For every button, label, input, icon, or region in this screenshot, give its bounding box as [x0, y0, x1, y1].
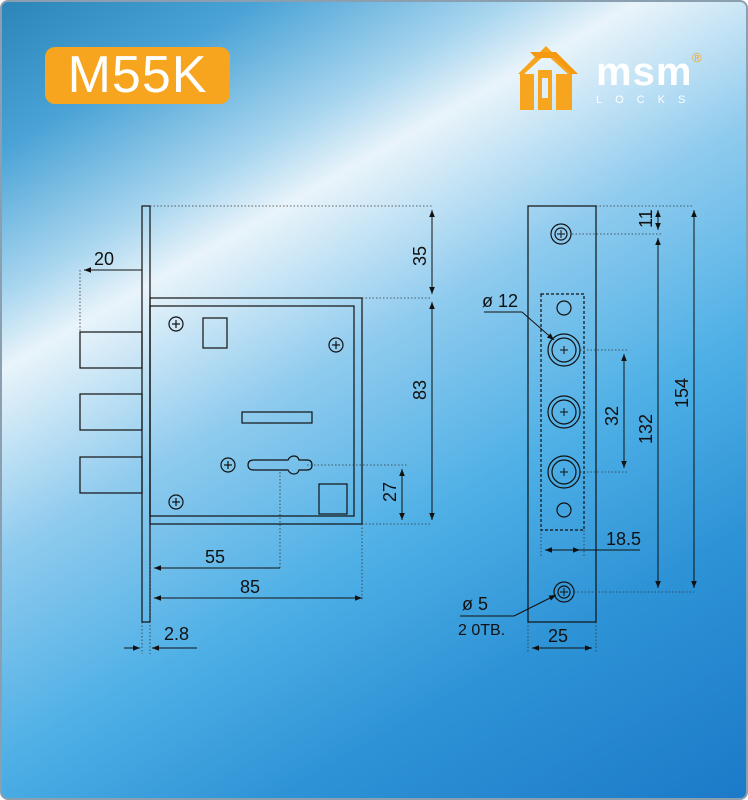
follower-square	[202, 317, 228, 349]
dim-width-85: 85	[240, 577, 260, 597]
small-hole-bottom	[556, 502, 572, 518]
dimension-lines-right	[460, 210, 697, 651]
dimension-lines-left	[84, 210, 435, 651]
dim-screw-5: ø 5	[462, 594, 488, 614]
strike-plate	[527, 205, 597, 623]
extension-lines-left	[79, 205, 432, 654]
dim-width-25: 25	[548, 626, 568, 646]
latch-bolt	[79, 331, 143, 369]
mounting-screw-symbols	[168, 316, 344, 510]
dim-screw-count: 2 0ТВ.	[458, 622, 505, 639]
dead-bolt-upper	[79, 393, 143, 431]
bolt-opening	[540, 293, 585, 531]
hole-center-marks	[557, 230, 568, 596]
strike-plate-view	[527, 205, 597, 623]
dim-width-18-5: 18.5	[606, 529, 641, 549]
brand-logo: msm LOCKS ®	[516, 44, 716, 112]
faceplate	[141, 205, 151, 623]
registered-mark: ®	[692, 50, 702, 65]
dim-top-35: 35	[410, 246, 430, 266]
lower-square	[318, 483, 348, 515]
dim-spacing-132: 132	[636, 414, 656, 444]
extension-lines-right	[527, 205, 694, 652]
small-hole-top	[556, 300, 572, 316]
dead-bolt-lower	[79, 456, 143, 494]
lock-case	[149, 297, 363, 525]
model-title: M55K	[45, 47, 230, 104]
dim-top-11: 11	[636, 209, 656, 228]
dim-hole-12: ø 12	[482, 291, 518, 311]
dim-key-27: 27	[380, 482, 400, 502]
logo-house-icon	[518, 46, 578, 110]
dim-width-55: 55	[205, 547, 225, 567]
dim-backset-20: 20	[94, 249, 114, 269]
dim-body-83: 83	[410, 380, 430, 400]
dim-height-154: 154	[672, 378, 692, 408]
keyhole	[247, 455, 313, 475]
lever-slot	[241, 411, 313, 424]
lock-case-inner	[149, 305, 355, 517]
dim-plate-2-8: 2.8	[164, 624, 189, 644]
logo-name: msm	[596, 50, 693, 94]
logo-subtitle: LOCKS	[596, 94, 699, 106]
dim-spacing-32: 32	[602, 406, 622, 426]
